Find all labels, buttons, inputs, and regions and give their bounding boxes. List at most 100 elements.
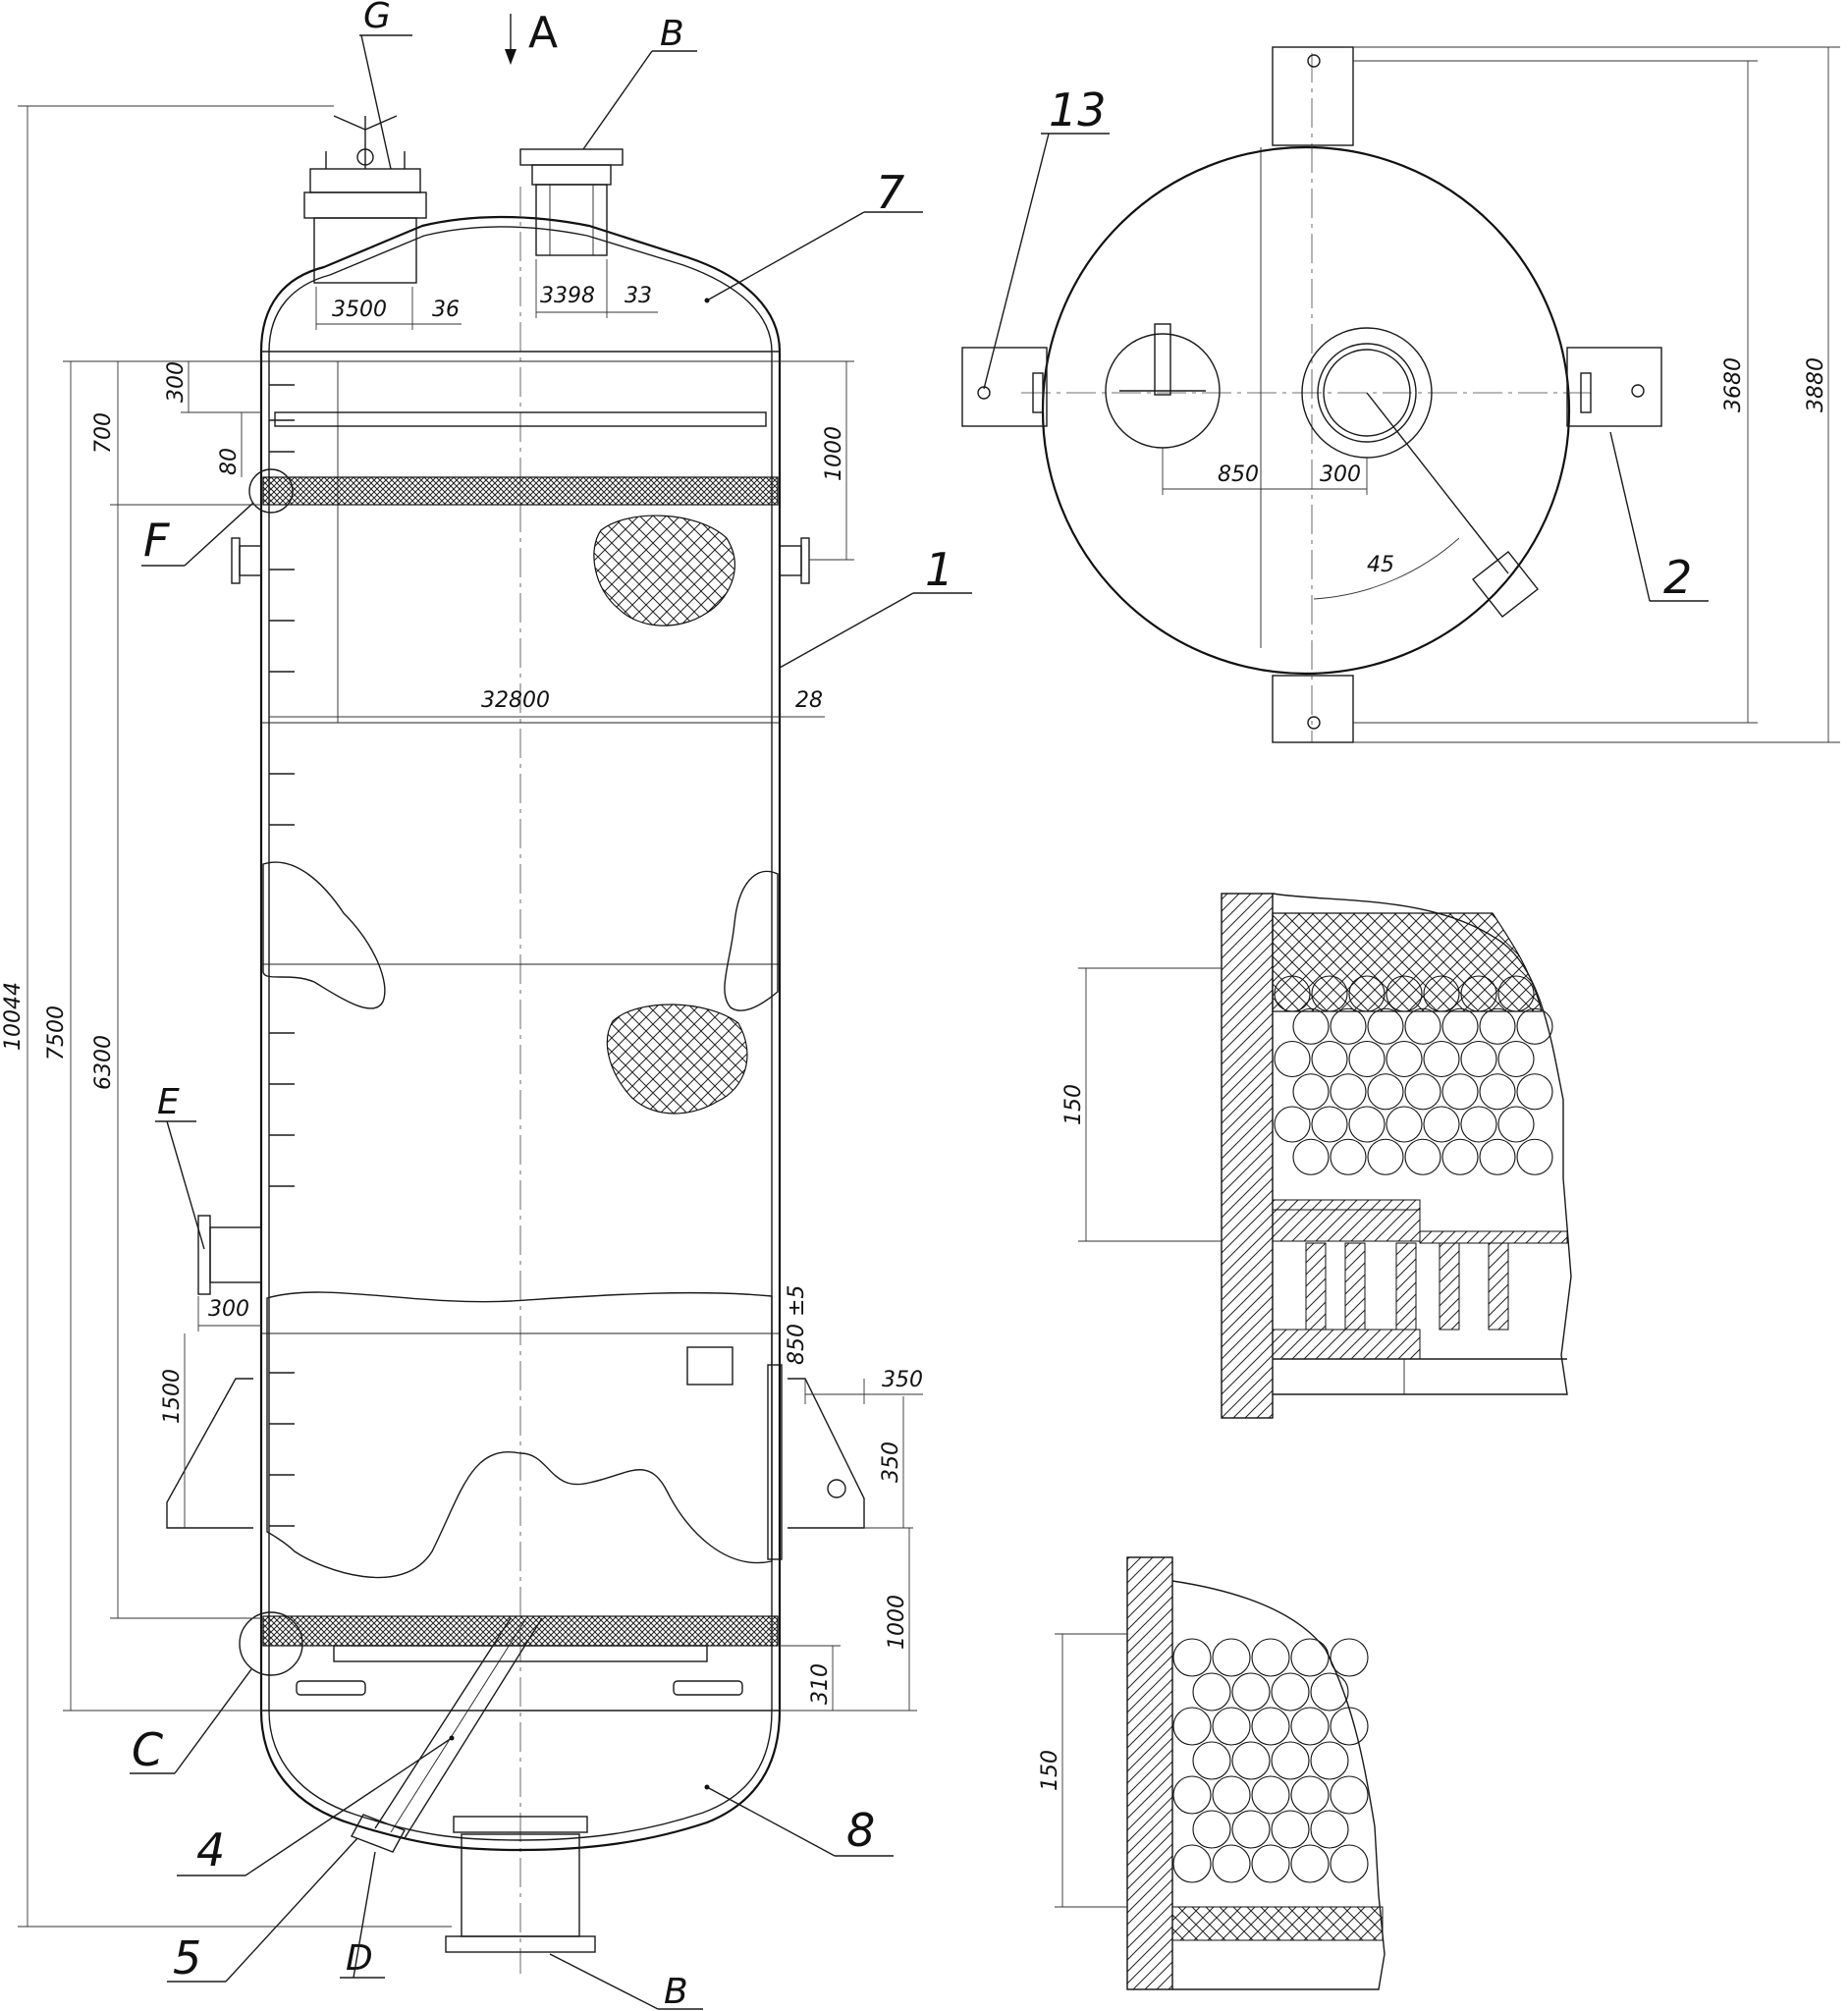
packing-ball — [1441, 1073, 1479, 1111]
packing-ball — [1404, 1138, 1441, 1175]
dim-36: 36 — [432, 298, 460, 322]
dim-1000-bottom: 1000 — [885, 1595, 909, 1650]
packing-ball — [1271, 1741, 1310, 1780]
packing-ball — [1386, 1040, 1423, 1078]
plan-45-arc — [1313, 537, 1460, 600]
packing-ball — [1310, 1810, 1349, 1849]
dim-7500: 7500 — [44, 1006, 69, 1060]
leader-g — [360, 34, 392, 170]
detail-upper-base — [1272, 1329, 1421, 1360]
dim-150-upper: 150 — [1061, 1084, 1086, 1125]
nozzle-e-neck — [209, 1226, 262, 1283]
leader-d — [353, 1851, 376, 1979]
leader-13 — [983, 133, 1050, 390]
ladder-rungs — [269, 384, 295, 1527]
detail-upper-wall — [1221, 893, 1274, 1419]
leader-f — [184, 502, 254, 567]
dim-6300: 6300 — [91, 1035, 116, 1090]
packing-ball — [1367, 1138, 1404, 1175]
plan-lug-left — [961, 347, 1048, 427]
dim-850-plan: 850 — [1218, 462, 1259, 487]
leader-e — [166, 1120, 205, 1250]
nozzle-b-top — [519, 148, 624, 256]
upper-support-plate — [274, 411, 767, 427]
detail-upper-mesh — [1272, 912, 1543, 1012]
packing-ball — [1441, 1138, 1479, 1175]
breakout-lower — [266, 1291, 773, 1579]
top-head-inner — [268, 226, 773, 353]
detail-circle-c — [239, 1611, 303, 1676]
drain-pipe-4 — [351, 1617, 543, 1853]
side-nozzle-upper-left — [239, 545, 262, 576]
packing-ball — [1251, 1638, 1290, 1677]
leader-b-top — [582, 50, 653, 150]
packing-ball — [1172, 1775, 1212, 1815]
detail-upper-balls — [1274, 975, 1553, 1175]
packing-ball — [1516, 1138, 1553, 1175]
packing-ball — [1423, 1106, 1460, 1143]
packing-ball — [1212, 1638, 1251, 1677]
packing-ball — [1348, 1040, 1386, 1078]
packing-ball — [1330, 1844, 1369, 1883]
detail-circle-f — [248, 468, 294, 514]
lower-support-foot-left — [296, 1680, 366, 1696]
dim-32800: 32800 — [481, 688, 550, 713]
label-b-bottom: B — [664, 1972, 688, 2011]
callout-4: 4 — [196, 1823, 225, 1876]
detail-lower-balls — [1172, 1638, 1369, 1883]
packing-ball — [1330, 1138, 1367, 1175]
packing-ball — [1311, 1106, 1348, 1143]
inner-bracket — [686, 1346, 734, 1386]
dim-3398: 3398 — [540, 284, 595, 308]
callout-5: 5 — [173, 1931, 201, 1984]
plan-angled-nozzle — [1472, 551, 1539, 618]
packing-ball — [1231, 1810, 1271, 1849]
dim-28: 28 — [795, 688, 823, 713]
support-lug-right — [788, 1378, 865, 1529]
packing-ball — [1212, 1707, 1251, 1746]
dim-3680: 3680 — [1721, 357, 1746, 412]
nozzle-e-flange — [197, 1215, 211, 1295]
packing-ball — [1271, 1672, 1310, 1712]
packing-ball — [1274, 1106, 1311, 1143]
lower-support-grid — [333, 1645, 708, 1662]
packing-ball — [1460, 1040, 1497, 1078]
detail-upper-plate-1 — [1272, 1199, 1421, 1211]
packing-ball — [1192, 1672, 1231, 1712]
callout-13: 13 — [1049, 83, 1107, 136]
packing-ball — [1460, 975, 1497, 1012]
packing-ball — [1367, 1073, 1404, 1111]
dim-10044: 10044 — [1, 982, 26, 1051]
packing-ball — [1290, 1707, 1330, 1746]
plan-lug-top — [1272, 46, 1354, 146]
packing-ball — [1192, 1741, 1231, 1780]
dim-300-nozzle: 300 — [208, 1297, 249, 1322]
elevation-callouts: A G B 7 1 F E C 4 5 — [130, 0, 972, 2011]
nozzle-b-flange-top — [519, 148, 624, 166]
packing-ball — [1330, 1007, 1367, 1045]
detail-upper: 150 — [1061, 893, 1572, 1419]
upper-mesh-bed — [262, 476, 779, 506]
dim-1000-top: 1000 — [822, 426, 846, 481]
callout-2: 2 — [1663, 551, 1692, 604]
detail-upper-plate-3 — [1419, 1230, 1568, 1244]
packing-ball — [1404, 1073, 1441, 1111]
dim-350-v: 350 — [879, 1441, 903, 1483]
dim-300-plan: 300 — [1320, 462, 1361, 487]
detail-upper-bars — [1305, 1242, 1509, 1331]
nozzle-b-flange-2 — [531, 164, 612, 186]
packing-ball — [1479, 1007, 1516, 1045]
dim-310: 310 — [808, 1663, 833, 1705]
detail-upper-plate-2 — [1272, 1209, 1421, 1242]
plan-lug-bottom — [1272, 675, 1354, 743]
callout-1: 1 — [925, 543, 953, 596]
packing-patch-lower — [606, 1004, 748, 1114]
packing-ball — [1212, 1844, 1251, 1883]
packing-ball — [1497, 1040, 1535, 1078]
callout-7: 7 — [876, 166, 904, 219]
packing-ball — [1290, 1638, 1330, 1677]
bottom-nozzle-top-flange — [453, 1816, 588, 1833]
bottom-head — [259, 1710, 782, 1852]
leader-4 — [245, 1737, 453, 1876]
